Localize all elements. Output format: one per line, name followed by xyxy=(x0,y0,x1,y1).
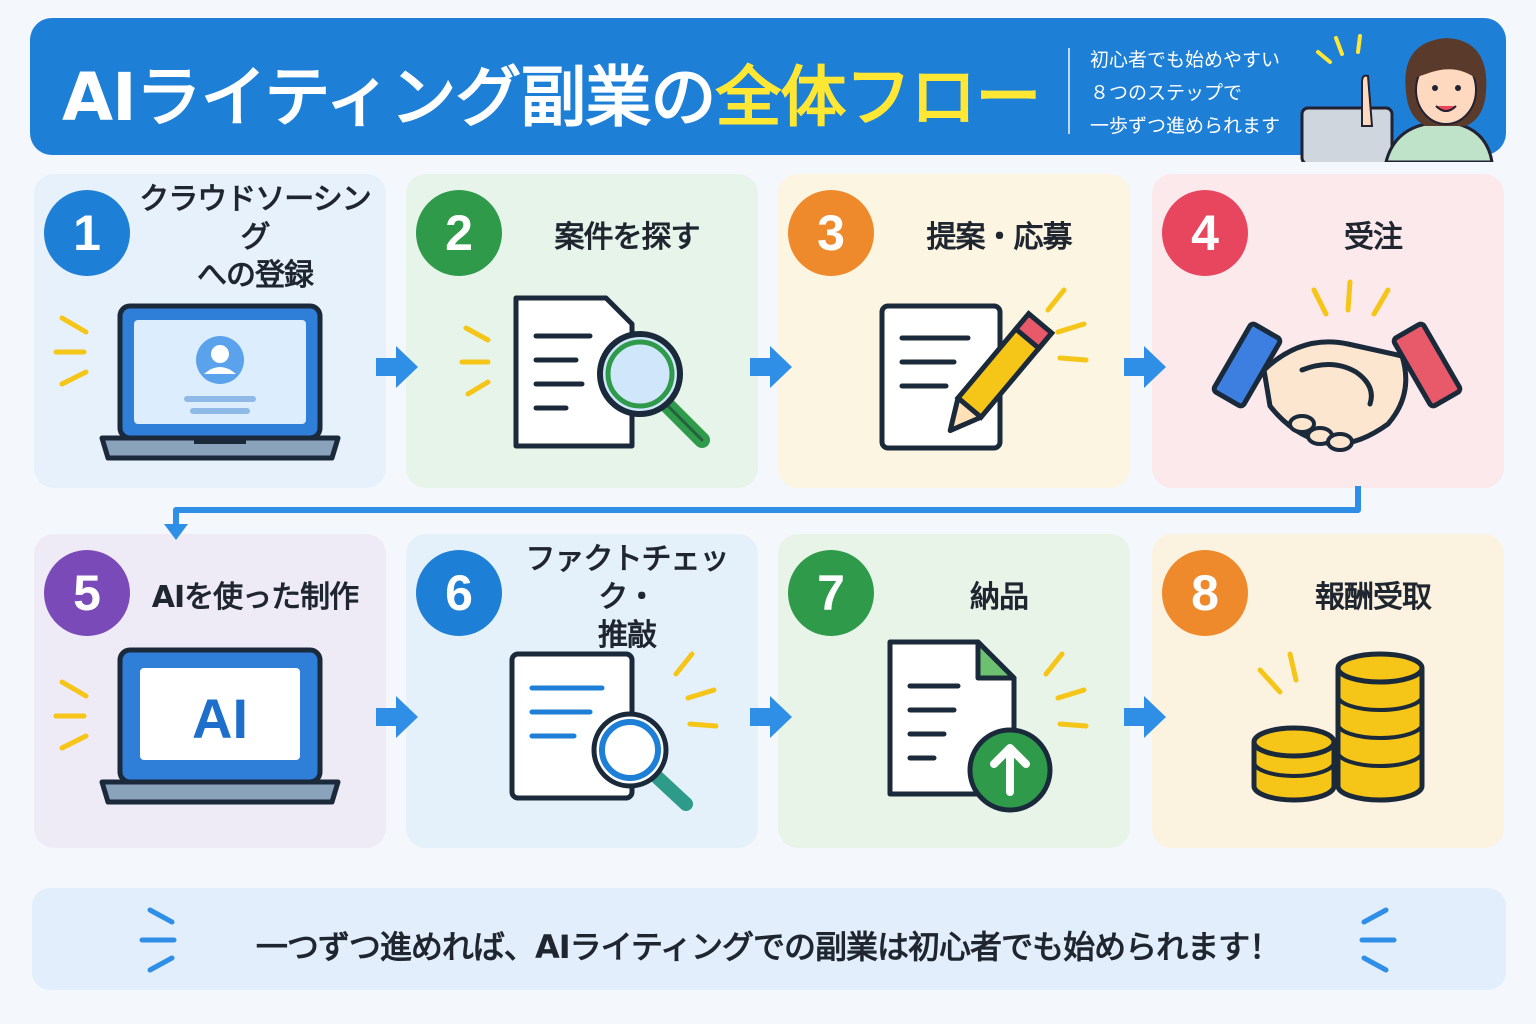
step-label-5: AIを使った制作 xyxy=(151,580,359,615)
step-label-3: 提案・応募 xyxy=(926,220,1073,255)
document-search-icon xyxy=(459,295,710,449)
title-main: AIライティング副業の xyxy=(62,59,716,136)
arrow-3-4 xyxy=(1124,346,1166,388)
step-number-6: 6 xyxy=(416,550,502,636)
subtext-line-1: 初心者でも始めやすい xyxy=(1090,49,1281,71)
step-number-7: 7 xyxy=(788,550,874,636)
footer-left-sparkle-icon xyxy=(139,907,177,973)
header-subtext: 初心者でも始めやすい ８つのステップで 一歩ずつ進められます xyxy=(1090,44,1320,143)
step-label-4: 受注 xyxy=(1344,220,1403,255)
subtext-line-2: ８つのステップで xyxy=(1090,82,1243,104)
step-card-4: 4 受注 xyxy=(1152,174,1504,488)
footer-text-after: でも始められます！ xyxy=(1001,928,1281,966)
arrow-2-3 xyxy=(750,346,792,388)
header-banner xyxy=(30,18,1506,155)
subtext-line-3: 一歩ずつ進められます xyxy=(1090,115,1281,137)
laptop-ai-icon: AI xyxy=(53,647,341,805)
title-highlight: 全体フロー xyxy=(715,59,1041,136)
arrow-7-8 xyxy=(1124,696,1166,738)
step-number-8: 8 xyxy=(1162,550,1248,636)
step-label-1: クラウドソーシング への登録 xyxy=(139,182,371,293)
step-number-3: 3 xyxy=(788,190,874,276)
footer-right-sparkle-icon xyxy=(1359,907,1397,973)
step-card-3: 3 提案・応募 xyxy=(778,174,1130,488)
footer-text-highlight: AIライティングでの副業は初心者 xyxy=(534,928,1002,966)
page-title: AIライティング副業の全体フロー xyxy=(62,44,1041,136)
step-label-7: 納品 xyxy=(970,580,1029,615)
document-magnifier-icon xyxy=(509,651,719,811)
footer-message: 一つずつ進めれば、AIライティングでの副業は初心者でも始められます！ xyxy=(0,922,1536,968)
step-label-8: 報酬受取 xyxy=(1315,580,1432,615)
step-card-1: 1 クラウドソーシング への登録 xyxy=(34,174,386,488)
step-number-2: 2 xyxy=(416,190,502,276)
laptop-profile-icon xyxy=(53,303,341,461)
document-pencil-icon xyxy=(879,287,1089,451)
step-label-6: ファクトチェック・ 推敲 xyxy=(525,542,730,653)
step-label-2: 案件を探す xyxy=(554,220,701,255)
arrow-5-6 xyxy=(376,696,418,738)
step-card-8: 8 報酬受取 xyxy=(1152,534,1504,848)
footer-text-before: 一つずつ進めれば、 xyxy=(255,928,536,966)
banner-divider xyxy=(1068,48,1070,134)
step-number-4: 4 xyxy=(1162,190,1248,276)
step-card-7: 7 納品 xyxy=(778,534,1130,848)
step-card-5: 5 AIを使った制作 AI xyxy=(34,534,386,848)
step-card-2: 2 案件を探す xyxy=(406,174,758,488)
step-card-6: 6 ファクトチェック・ 推敲 xyxy=(406,534,758,848)
handshake-icon xyxy=(1211,279,1463,452)
arrow-6-7 xyxy=(750,696,792,738)
step-number-5: 5 xyxy=(44,550,130,636)
arrow-1-2 xyxy=(376,346,418,388)
laptop-ai-text: AI xyxy=(192,687,248,750)
document-upload-icon xyxy=(887,639,1089,813)
person-illustration xyxy=(1300,34,1494,162)
step-number-1: 1 xyxy=(44,190,130,276)
coins-icon xyxy=(1251,651,1425,803)
